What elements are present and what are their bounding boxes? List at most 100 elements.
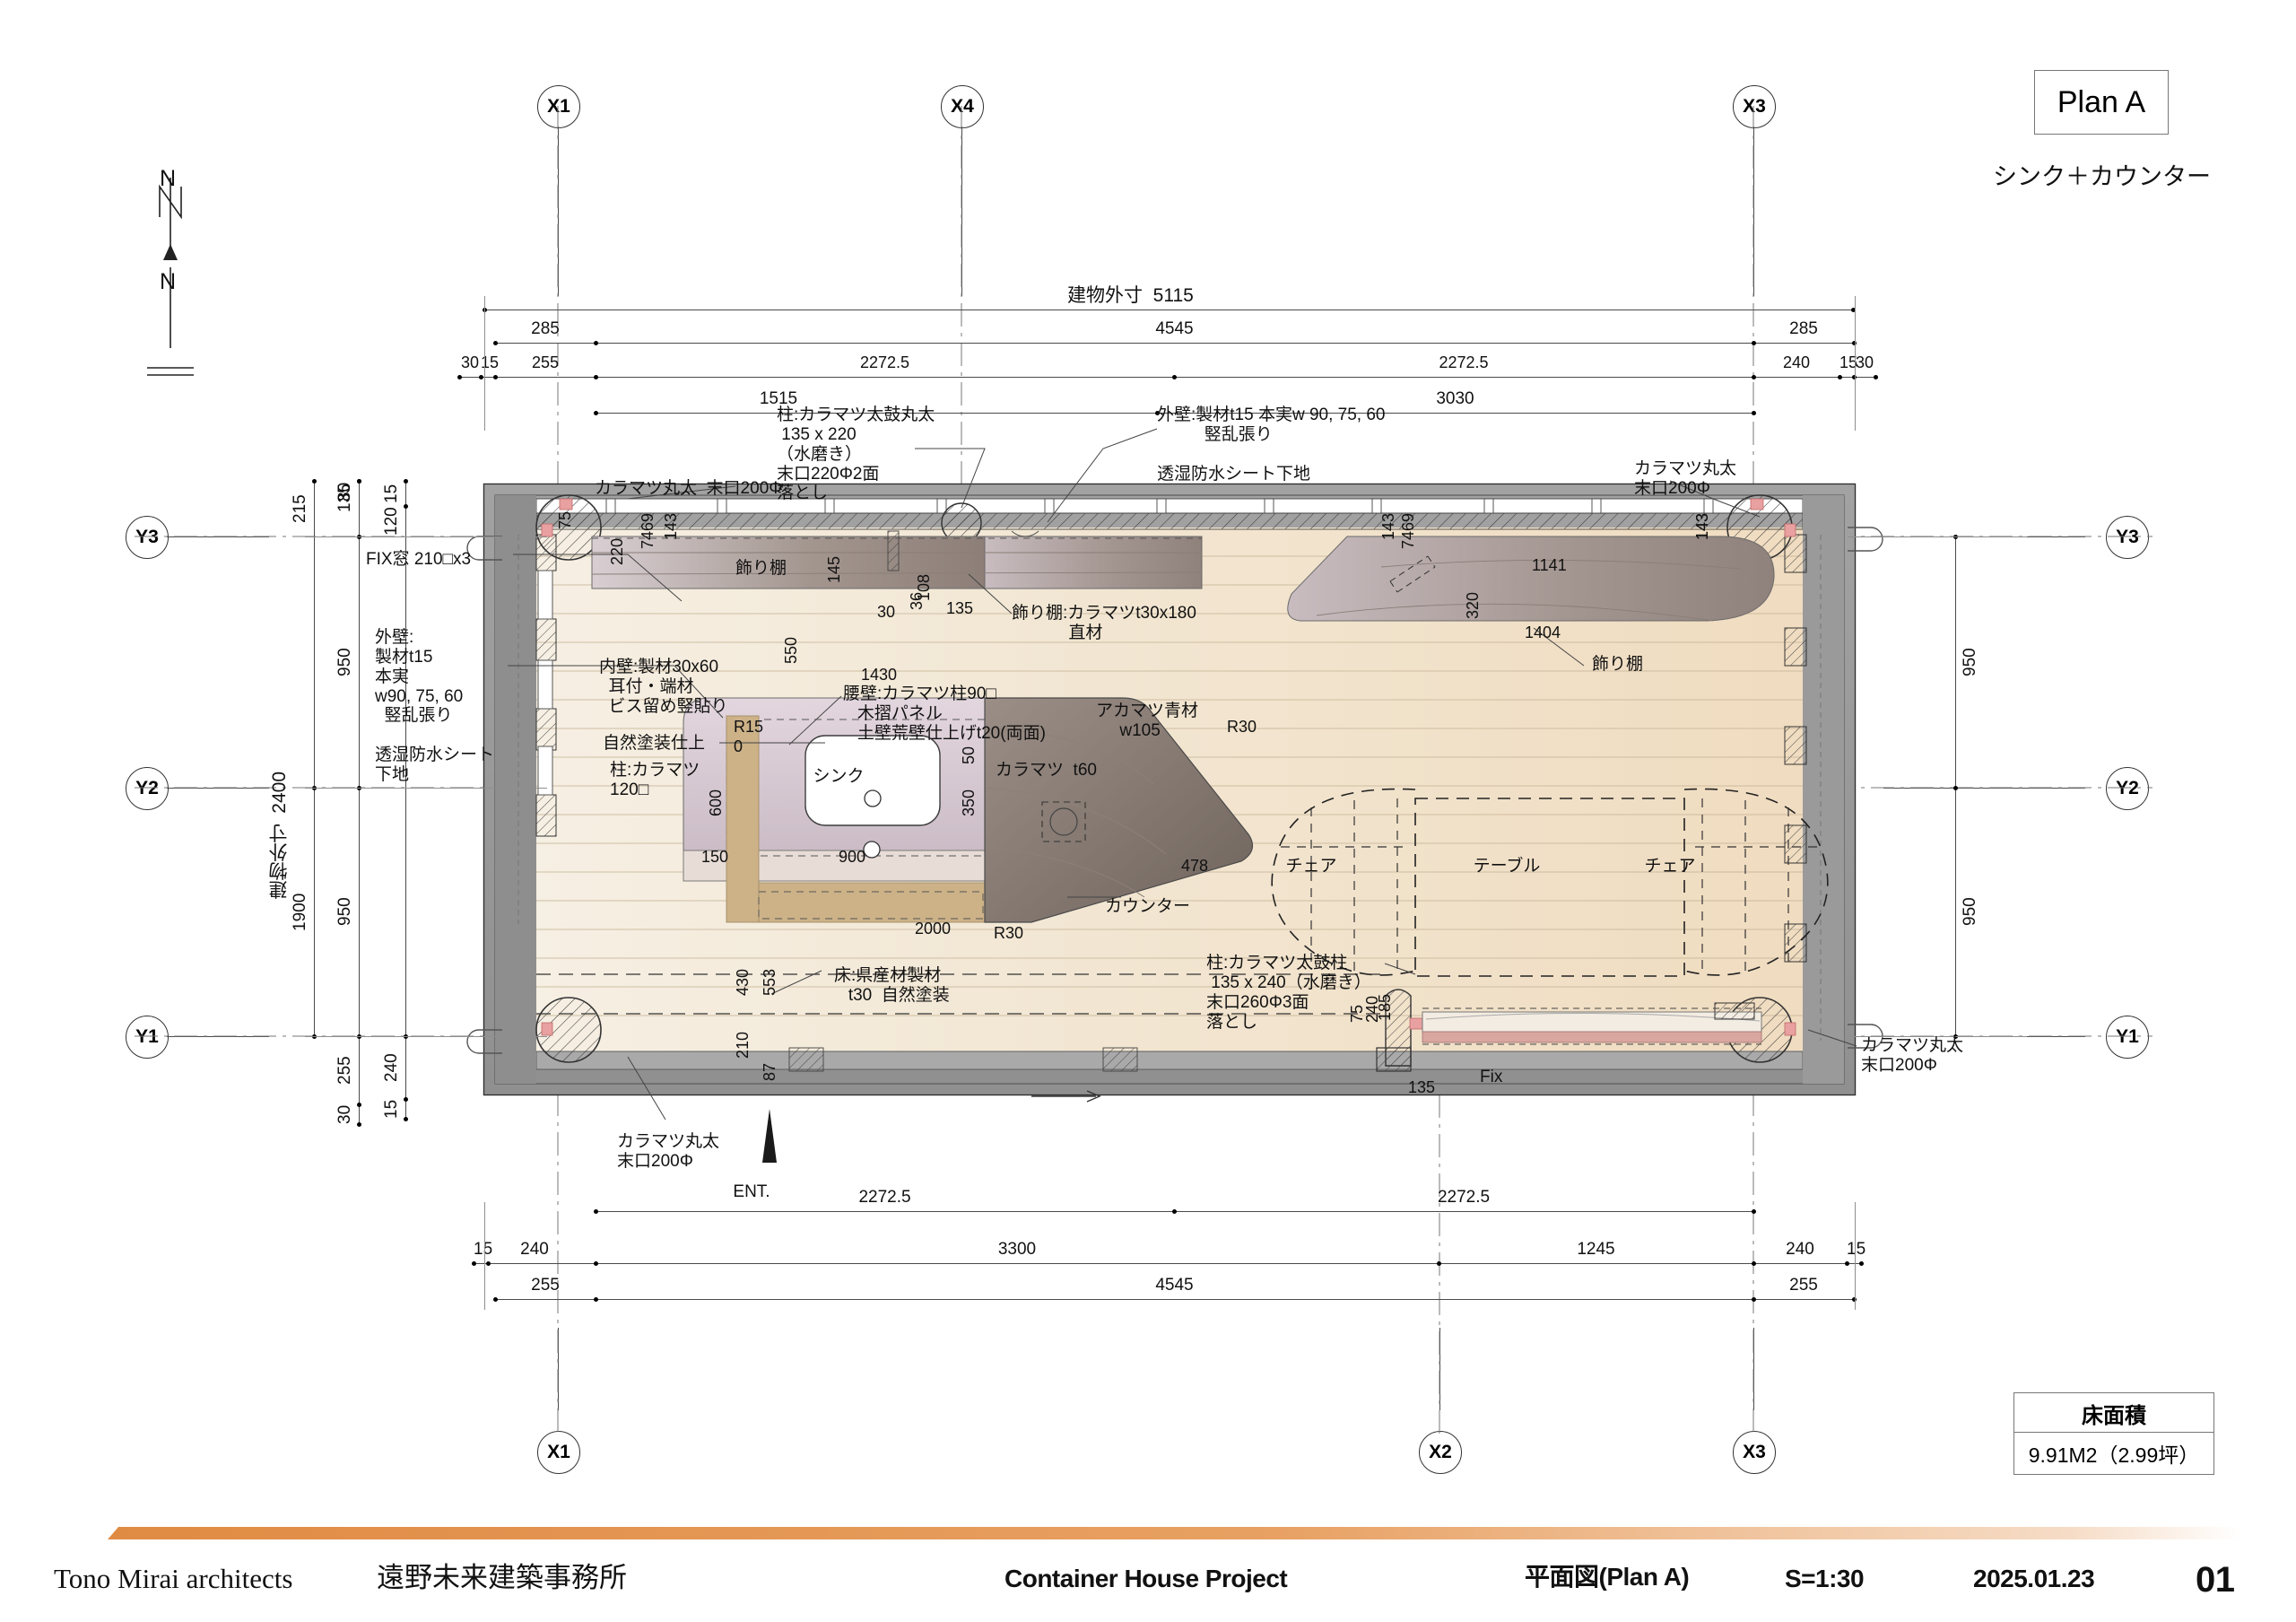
grid-bubble-x3: X3	[1733, 85, 1776, 128]
annotation-table: テーブル	[1473, 857, 1541, 876]
dimension-tick	[1155, 411, 1160, 415]
dimension-line	[314, 481, 315, 1036]
footer-project: Container House Project	[1004, 1565, 1288, 1592]
interior-dimension-text: 135	[946, 599, 974, 617]
dimension-extension-line	[1848, 536, 2027, 537]
dimension-tick	[404, 504, 408, 509]
dimension-tick	[1953, 786, 1958, 790]
plan-subtitle: シンク＋カウンター	[1993, 163, 2211, 190]
annotation-fix-window: FIX窓 210□x3	[366, 550, 472, 569]
annotation-shelf-left: 飾り棚	[735, 559, 787, 578]
interior-dimension-text: 143	[1693, 513, 1711, 541]
grid-bubble-x1: X1	[537, 85, 580, 128]
grid-bubble-stem	[961, 126, 962, 296]
plan-label-box: Plan A	[2034, 70, 2169, 135]
dimension-text: 255	[335, 1056, 354, 1085]
interior-dimension-text: 87	[761, 1063, 778, 1082]
north-label-top: N	[160, 166, 177, 191]
dimension-text: 950	[335, 648, 354, 676]
dimension-tick	[1845, 1261, 1849, 1266]
grid-bubble-y3: Y3	[126, 516, 169, 559]
footer-office-jp: 遠野未来建築事務所	[377, 1562, 627, 1593]
interior-dimension-text: 150	[701, 848, 729, 866]
dimension-text: 285	[1789, 319, 1818, 338]
interior-dimension-text: 7469	[1399, 513, 1417, 550]
grid-bubble-stem	[1439, 1328, 1440, 1410]
interior-dimension-text: 75	[556, 511, 574, 530]
dimension-tick	[404, 479, 408, 484]
annotation-entrance: ENT.	[733, 1182, 770, 1201]
dimension-tick	[1752, 1261, 1756, 1266]
annotation-sink: シンク	[813, 767, 865, 786]
interior-dimension-text: 320	[1464, 592, 1482, 620]
grid-bubble-x2: X2	[1419, 1431, 1462, 1474]
dimension-text: 80	[335, 482, 354, 501]
dimension-tick	[1752, 375, 1756, 379]
annotation-karamatsu-log-tr: カラマツ丸太 末口200Φ	[1634, 459, 1737, 498]
dimension-text: 3300	[997, 1240, 1037, 1259]
north-label-bottom: N	[160, 269, 177, 294]
interior-dimension-text: R15	[734, 718, 764, 736]
dimension-line	[474, 1263, 1861, 1264]
dimension-tick	[1852, 1297, 1857, 1302]
dimension-tick	[1851, 308, 1856, 312]
interior-dimension-text: 900	[839, 848, 866, 866]
dimension-tick	[1752, 411, 1756, 415]
dimension-tick	[357, 479, 361, 484]
grid-bubble-stem	[1753, 126, 1754, 296]
dimension-text: 255	[531, 1276, 560, 1295]
annotation-floor-spec: 床:県産材製材 t30 自然塗装	[834, 966, 950, 1005]
annotation-interior-wall: 内壁:製材30x60 耳付・端材 ビス留め竪貼り	[599, 658, 728, 716]
footer-drawing-title: 平面図(Plan A)	[1525, 1563, 1690, 1591]
overall-dim-left-label: 建物外寸 2400	[269, 772, 290, 900]
area-table-value-cell: 9.91M2（2.99坪）	[2013, 1432, 2214, 1475]
footer-bar: Tono Mirai architects 遠野未来建築事務所 Containe…	[0, 1516, 2296, 1622]
dimension-tick	[1752, 341, 1756, 345]
annotation-akamatsu-blue: アカマツ青材 w105	[1096, 702, 1199, 740]
plan-label: Plan A	[2057, 84, 2146, 119]
interior-dimension-text: 143	[1379, 513, 1397, 541]
dimension-extension-line	[1848, 1036, 2027, 1037]
area-table-header-label: 床面積	[2082, 1403, 2146, 1428]
footer-office-en: Tono Mirai architects	[54, 1563, 293, 1594]
interior-dimension-text: 7469	[639, 513, 657, 550]
dimension-tick	[594, 375, 598, 379]
annotation-exterior-wall-left: 外壁: 製材t15 本実 w90, 75, 60 竪乱張り 透湿防水シート 下地	[375, 628, 495, 784]
annotation-counter: カウンター	[1105, 897, 1191, 916]
annotation-fix-label: Fix	[1480, 1068, 1503, 1086]
dimension-tick	[404, 1097, 408, 1102]
dimension-text: 215	[291, 494, 309, 523]
interior-dimension-text: 36	[908, 592, 926, 611]
dimension-text: 15	[481, 353, 500, 371]
dimension-text: 15	[1839, 353, 1858, 371]
dimension-line	[359, 481, 360, 1124]
dimension-text: 30	[335, 1104, 354, 1124]
interior-dimension-text: 1404	[1525, 624, 1561, 641]
interior-dimension-text: 600	[707, 789, 725, 817]
annotation-shelf-spec: 飾り棚:カラマツt30x180 直材	[1012, 604, 1196, 642]
dimension-tick	[357, 1122, 361, 1127]
dimension-text: 240	[382, 1053, 401, 1082]
dimension-tick	[472, 1261, 476, 1266]
dimension-text: 950	[1961, 897, 1979, 927]
dimension-extension-line	[305, 1036, 547, 1037]
dimension-tick	[486, 1261, 491, 1266]
dimension-text: 15	[474, 1240, 493, 1259]
grid-bubble-stem	[1883, 788, 2085, 789]
grid-bubble-x4: X4	[941, 85, 984, 128]
annotation-exterior-wall: 外壁:製材t15 本実w 90, 75, 60 竪乱張り 透湿防水シート下地	[1157, 406, 1386, 484]
dimension-tick	[1172, 375, 1177, 379]
dimension-line	[495, 343, 1854, 344]
grid-bubble-y2: Y2	[2106, 767, 2149, 810]
dimension-text: 4545	[1155, 319, 1194, 338]
dimension-tick	[457, 375, 462, 379]
dimension-text: 2272.5	[1439, 353, 1489, 371]
dimension-line	[405, 481, 406, 1119]
dimension-tick	[1437, 1261, 1441, 1266]
dimension-text: 950	[335, 897, 354, 927]
dimension-tick	[1838, 375, 1842, 379]
dimension-tick	[404, 1117, 408, 1121]
dimension-text: 1900	[291, 893, 309, 931]
dimension-tick	[1172, 1209, 1177, 1214]
interior-dimension-text: 350	[960, 789, 978, 817]
